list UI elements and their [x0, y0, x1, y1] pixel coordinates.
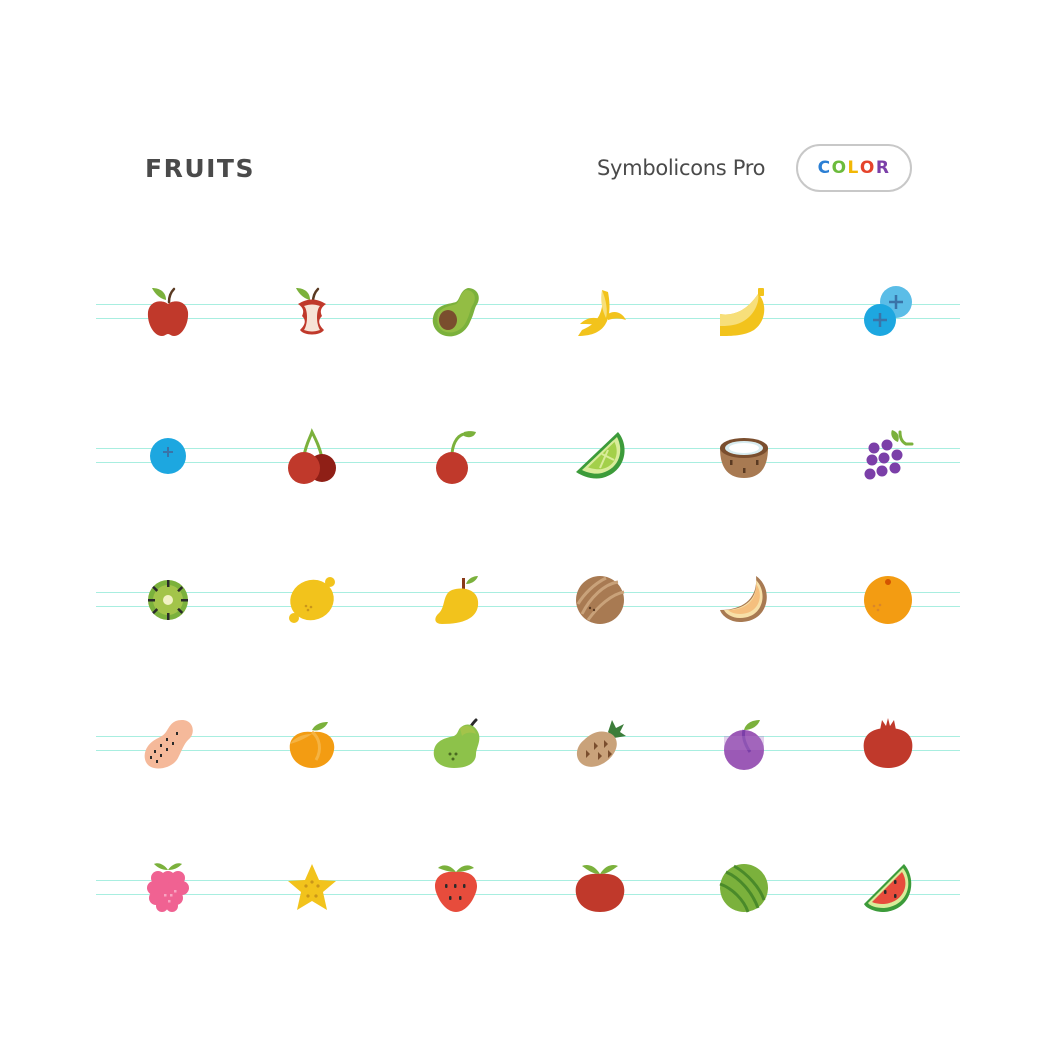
guide-line: [96, 880, 960, 881]
apple-core-icon: [280, 280, 344, 344]
papaya-icon: [136, 712, 200, 776]
guide-line: [96, 894, 960, 895]
kiwano-icon: [568, 568, 632, 632]
pear-icon: [424, 712, 488, 776]
color-badge: C O L O R: [796, 144, 912, 192]
guide-line: [96, 318, 960, 319]
kiwi-icon: [136, 568, 200, 632]
orange-icon: [856, 568, 920, 632]
badge-letter: R: [875, 158, 891, 178]
guide-line: [96, 606, 960, 607]
mango-icon: [424, 568, 488, 632]
brand-name: Symbolicons Pro: [597, 156, 766, 180]
star-fruit-icon: [280, 856, 344, 920]
badge-letter: O: [859, 158, 876, 178]
blueberry-icon: [136, 424, 200, 488]
guide-line: [96, 462, 960, 463]
guide-line: [96, 304, 960, 305]
badge-letter: C: [817, 158, 832, 178]
guide-line: [96, 750, 960, 751]
blueberries-icon: [856, 280, 920, 344]
guide-line: [96, 736, 960, 737]
coconut-icon: [712, 424, 776, 488]
avocado-icon: [424, 280, 488, 344]
watermelon-icon: [712, 856, 776, 920]
cherries-icon: [280, 424, 344, 488]
page-title: FRUITS: [145, 154, 255, 183]
badge-letter: L: [847, 158, 860, 178]
plum-icon: [712, 712, 776, 776]
watermelon-slice-icon: [856, 856, 920, 920]
lemon-icon: [280, 568, 344, 632]
tomato-icon: [568, 856, 632, 920]
grapes-icon: [856, 424, 920, 488]
peach-icon: [280, 712, 344, 776]
banana-icon: [712, 280, 776, 344]
lime-slice-icon: [568, 424, 632, 488]
cherry-icon: [424, 424, 488, 488]
guide-line: [96, 592, 960, 593]
raspberry-icon: [136, 856, 200, 920]
melon-slice-icon: [712, 568, 776, 632]
banana-peeled-icon: [568, 280, 632, 344]
apple-icon: [136, 280, 200, 344]
badge-letter: O: [831, 158, 848, 178]
pineapple-icon: [568, 712, 632, 776]
pomegranate-icon: [856, 712, 920, 776]
strawberry-icon: [424, 856, 488, 920]
guide-line: [96, 448, 960, 449]
